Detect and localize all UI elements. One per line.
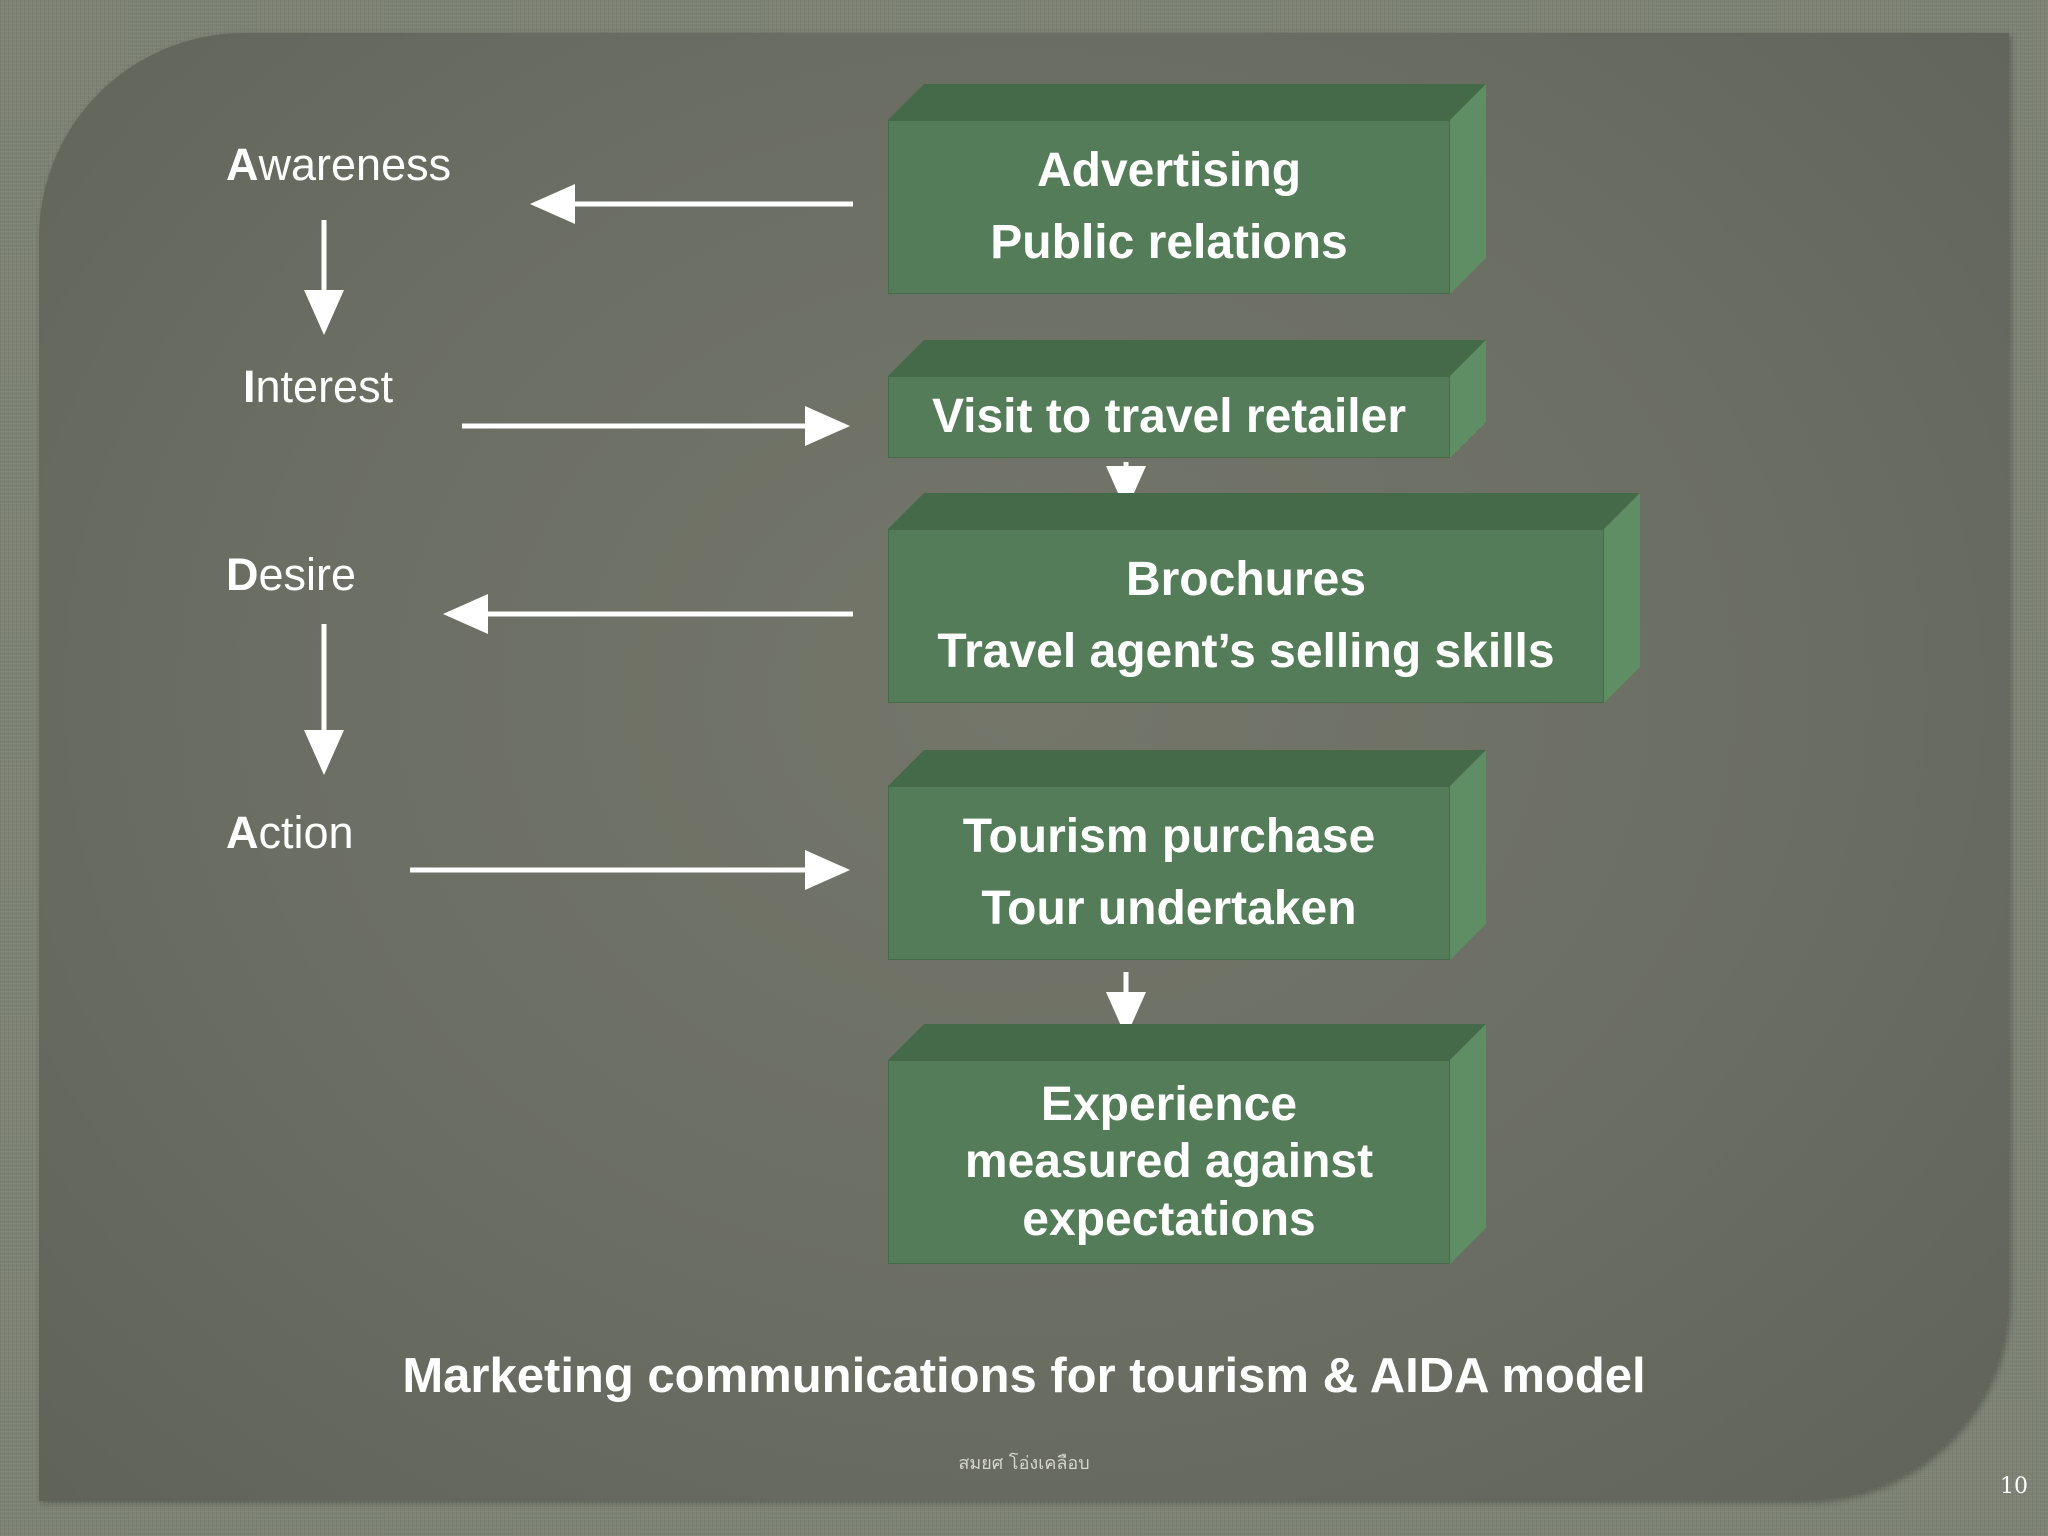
box-brochures-line-1: Brochures (1125, 552, 1367, 606)
box-experience-top (888, 1024, 1486, 1264)
box-experience: Experience measured against expectations (888, 1024, 1486, 1264)
awareness-initial: A (226, 139, 259, 190)
action-rest: ction (258, 807, 354, 858)
aida-label-awareness: Awareness (226, 142, 451, 187)
aida-label-interest: Interest (243, 364, 393, 409)
desire-initial: D (226, 549, 259, 600)
interest-rest: nterest (255, 361, 394, 412)
author-footer: สมยศ โอ่งเคลือบ (958, 1453, 1090, 1474)
box-retailer-front: Visit to travel retailer (888, 376, 1450, 458)
interest-initial: I (243, 361, 256, 412)
box-purchase: Tourism purchase Tour undertaken (888, 750, 1486, 960)
box-purchase-front: Tourism purchase Tour undertaken (888, 786, 1450, 960)
aida-label-desire: Desire (226, 552, 356, 597)
box-brochures: Brochures Travel agent’s selling skills (888, 493, 1640, 703)
box-brochures-top (888, 493, 1640, 703)
box-advertising-front: Advertising Public relations (888, 120, 1450, 294)
box-experience-line-1: Experience (1040, 1077, 1298, 1131)
box-brochures-line-2: Travel agent’s selling skills (937, 625, 1555, 679)
box-advertising: Advertising Public relations (888, 84, 1486, 294)
box-retailer-top (888, 340, 1486, 458)
aida-label-action: Action (226, 810, 354, 855)
box-advertising-top (888, 84, 1486, 294)
box-purchase-top (888, 750, 1486, 960)
action-initial: A (226, 807, 259, 858)
box-brochures-front: Brochures Travel agent’s selling skills (888, 529, 1604, 703)
box-advertising-line-2: Public relations (990, 216, 1348, 270)
desire-rest: esire (258, 549, 357, 600)
page-number: 10 (2000, 1474, 2028, 1499)
box-purchase-line-2: Tour undertaken (981, 882, 1357, 936)
box-experience-line-2: measured against (964, 1135, 1374, 1189)
slide-caption: Marketing communications for tourism & A… (402, 1349, 1646, 1403)
box-experience-front: Experience measured against expectations (888, 1060, 1450, 1264)
box-purchase-line-1: Tourism purchase (962, 809, 1376, 863)
box-experience-line-3: expectations (1022, 1192, 1316, 1246)
box-advertising-line-1: Advertising (1036, 143, 1302, 197)
box-retailer: Visit to travel retailer (888, 340, 1486, 458)
awareness-rest: wareness (258, 139, 452, 190)
box-retailer-line-1: Visit to travel retailer (932, 390, 1406, 444)
